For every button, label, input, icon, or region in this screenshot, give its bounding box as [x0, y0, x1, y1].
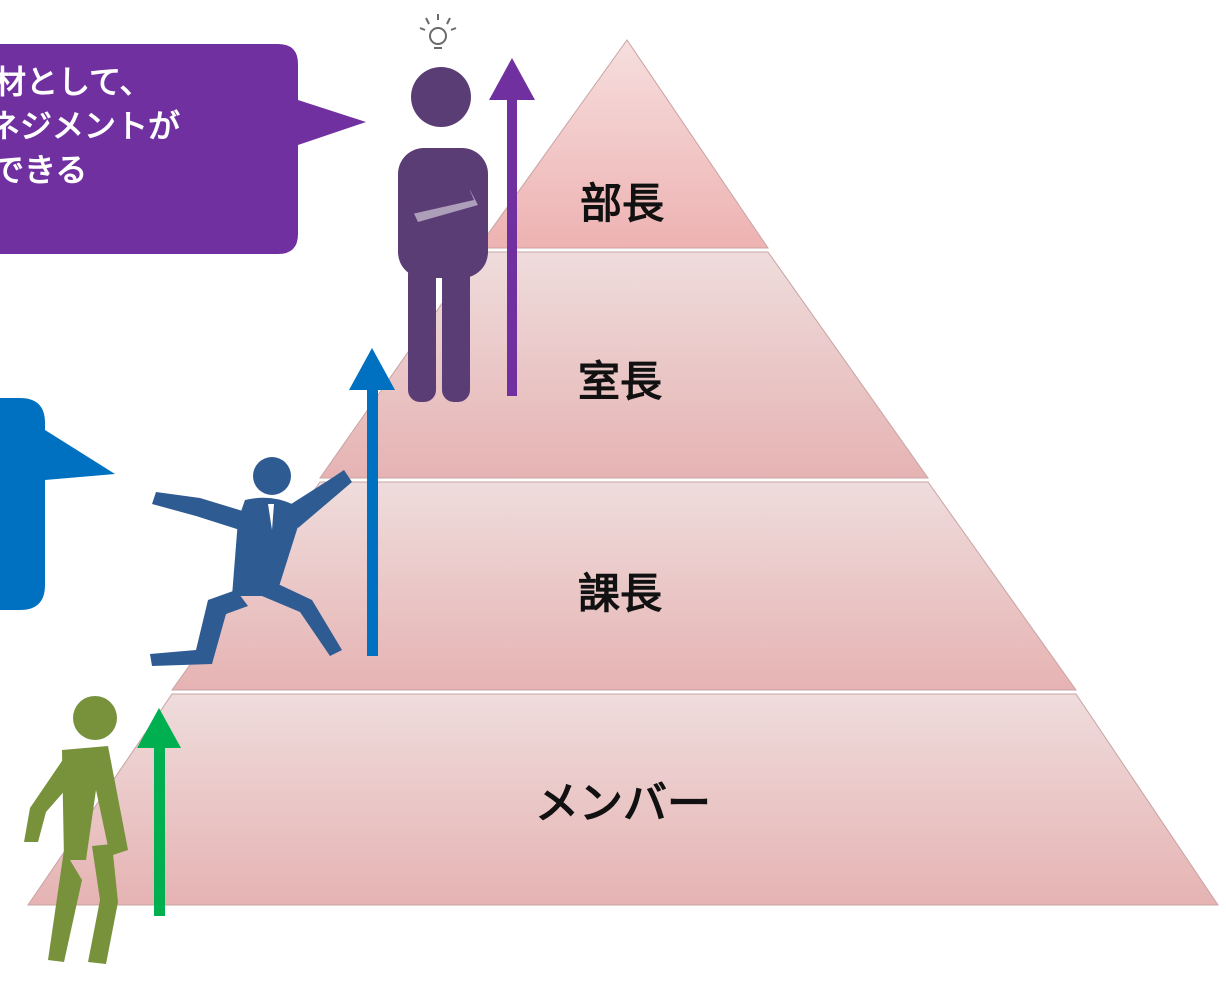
purple-callout-bubble	[0, 44, 366, 254]
purple-arrow	[489, 58, 535, 396]
tier-top	[477, 39, 769, 249]
tier-label-third: 課長	[578, 569, 663, 618]
purple-callout-line-2: ネジメントが	[0, 107, 181, 145]
tier-label-second: 室長	[578, 357, 663, 406]
green-arrow	[137, 708, 181, 916]
walking-person-icon	[24, 696, 128, 964]
thinking-person-lightbulb-icon	[398, 14, 488, 402]
tier-label-top: 部長	[580, 179, 665, 228]
purple-callout-text: 材として、 ネジメントが できる	[0, 60, 290, 192]
tier-label-bottom: メンバー	[535, 778, 711, 829]
purple-callout-line-3: できる	[0, 151, 88, 189]
climbing-businessman-icon	[150, 457, 352, 666]
purple-callout-line-1: 材として、	[0, 63, 152, 101]
blue-arrow	[349, 348, 395, 656]
blue-callout-bubble	[0, 398, 115, 610]
